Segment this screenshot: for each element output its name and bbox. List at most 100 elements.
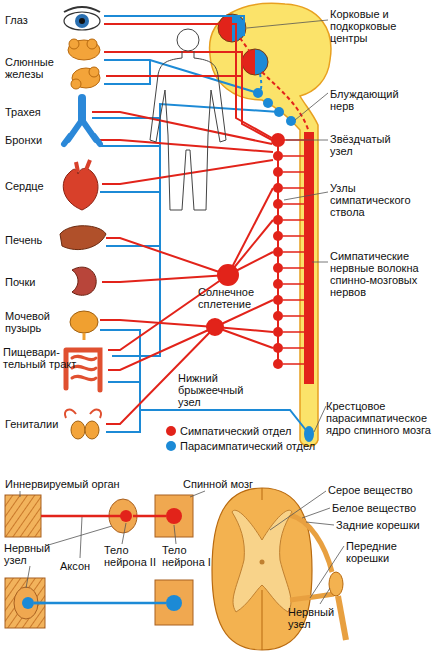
brain-and-cord	[210, 3, 331, 446]
gland-icon	[72, 68, 100, 88]
cortical-centre	[262, 72, 309, 132]
leader-line	[190, 491, 205, 497]
gland-icon	[68, 40, 100, 60]
leader-line	[314, 406, 326, 432]
neuron-body	[22, 508, 182, 611]
organ-label: Бронхи	[5, 134, 60, 146]
structure-label: Звёздчатый узел	[330, 133, 410, 157]
leader-line	[310, 546, 344, 598]
organ-label: Гениталии	[5, 418, 65, 430]
gland-icon	[71, 79, 81, 89]
leader-line	[20, 491, 21, 497]
parasympathetic-fibre	[100, 330, 309, 434]
kidney-icon	[72, 267, 96, 295]
gland-icon	[68, 39, 100, 89]
sympathetic-chain	[271, 133, 285, 147]
leader-line	[45, 526, 112, 546]
eye-icon	[64, 7, 100, 30]
kidney-icon	[72, 267, 96, 295]
legend-row: Парасимпатический отдел	[166, 440, 315, 452]
parasympathetic-fibre	[100, 191, 160, 193]
brain-and-cord	[210, 3, 331, 446]
sympathetic-chain	[273, 215, 283, 225]
cortical-centre	[242, 49, 268, 75]
cord-section	[290, 515, 332, 572]
leader-line	[122, 523, 126, 544]
vagus-nucleus	[286, 116, 296, 126]
organ-label: Глаз	[5, 14, 60, 26]
neuron-body	[166, 508, 182, 524]
gland-icon	[89, 67, 99, 77]
leader-line	[306, 522, 334, 525]
sympathetic-fibre	[106, 75, 242, 77]
sympathetic-chain	[273, 167, 283, 177]
bladder-icon	[70, 311, 98, 340]
organ-label: Мочевой пузырь	[5, 310, 60, 334]
parasympathetic-fibre	[100, 145, 160, 147]
leader-line	[80, 517, 82, 558]
cortical-centre	[240, 38, 250, 52]
sympathetic-fibre	[215, 327, 273, 348]
parasympathetic-fibre	[104, 60, 258, 93]
cortical-centre	[242, 49, 255, 75]
liver-icon	[60, 226, 106, 250]
sympathetic-chain	[273, 183, 283, 193]
structure-label: Узлы симпатического ствола	[330, 182, 425, 218]
sympathetic-chain	[273, 295, 283, 305]
part-label: Иннервируемый орган	[5, 478, 135, 490]
gut-icon	[66, 350, 100, 390]
heart-icon	[63, 168, 98, 210]
sympathetic-chain	[273, 231, 283, 241]
neuron-body	[22, 597, 34, 609]
organ-label: Слюнные железы	[5, 56, 60, 80]
sympathetic-fibre	[104, 24, 272, 138]
eye-icon	[64, 7, 100, 12]
part-label: Серое вещество	[328, 484, 438, 496]
cortical-centre	[255, 49, 268, 75]
sympathetic-fibre	[102, 275, 228, 282]
leader-line	[20, 491, 344, 604]
parasympathetic-fibre	[104, 16, 244, 36]
parasympathetic-fibre	[106, 245, 160, 247]
brain-and-cord	[304, 132, 314, 384]
organ-label: Трахея	[5, 106, 60, 118]
gland-icon	[87, 39, 97, 49]
organ-label: Почки	[5, 276, 60, 288]
genitals-icon	[65, 410, 101, 418]
sympathetic-chain	[273, 279, 283, 289]
eye-icon	[75, 14, 89, 28]
body-silhouette	[150, 29, 226, 210]
part-label: Задние корешки	[336, 519, 440, 531]
part-label: Передние корешки	[346, 540, 440, 564]
legend-row: Симпатический отдел	[166, 425, 291, 437]
trachea-icon	[64, 98, 100, 144]
structure-label: Корковые и подкорковые центры	[330, 8, 410, 44]
bladder-icon	[83, 333, 86, 340]
part-label: Тело нейрона I	[162, 544, 220, 568]
parasympathetic-fibre	[108, 381, 140, 383]
structure-label: Крестцовое парасимпатическое ядро спинно…	[326, 400, 440, 436]
part-label: Нервный узел	[288, 606, 343, 630]
cord-section	[338, 596, 346, 640]
organ-label: Печень	[5, 234, 60, 246]
legend-text: Симпатический отдел	[180, 425, 291, 437]
genitals-icon	[85, 421, 99, 439]
parasympathetic-fibre	[92, 16, 309, 434]
cord-section	[329, 572, 343, 596]
body-silhouette	[177, 29, 199, 51]
axon-line	[41, 515, 121, 518]
eye-icon	[79, 18, 85, 24]
sympathetic-chain	[273, 247, 283, 257]
structure-label: Солнечное сплетение	[198, 286, 273, 310]
trachea-icon	[64, 120, 100, 144]
cord-section	[262, 488, 263, 650]
part-label: Тело нейрона II	[104, 544, 162, 568]
cortical-centre	[218, 14, 246, 42]
legend-swatch	[166, 441, 176, 451]
sympathetic-chain	[273, 263, 283, 273]
cortical-centre	[218, 14, 232, 42]
leader-line	[312, 262, 328, 263]
sympathetic-chain	[273, 359, 283, 369]
leader-line	[302, 508, 330, 518]
legend-text: Парасимпатический отдел	[180, 440, 315, 452]
